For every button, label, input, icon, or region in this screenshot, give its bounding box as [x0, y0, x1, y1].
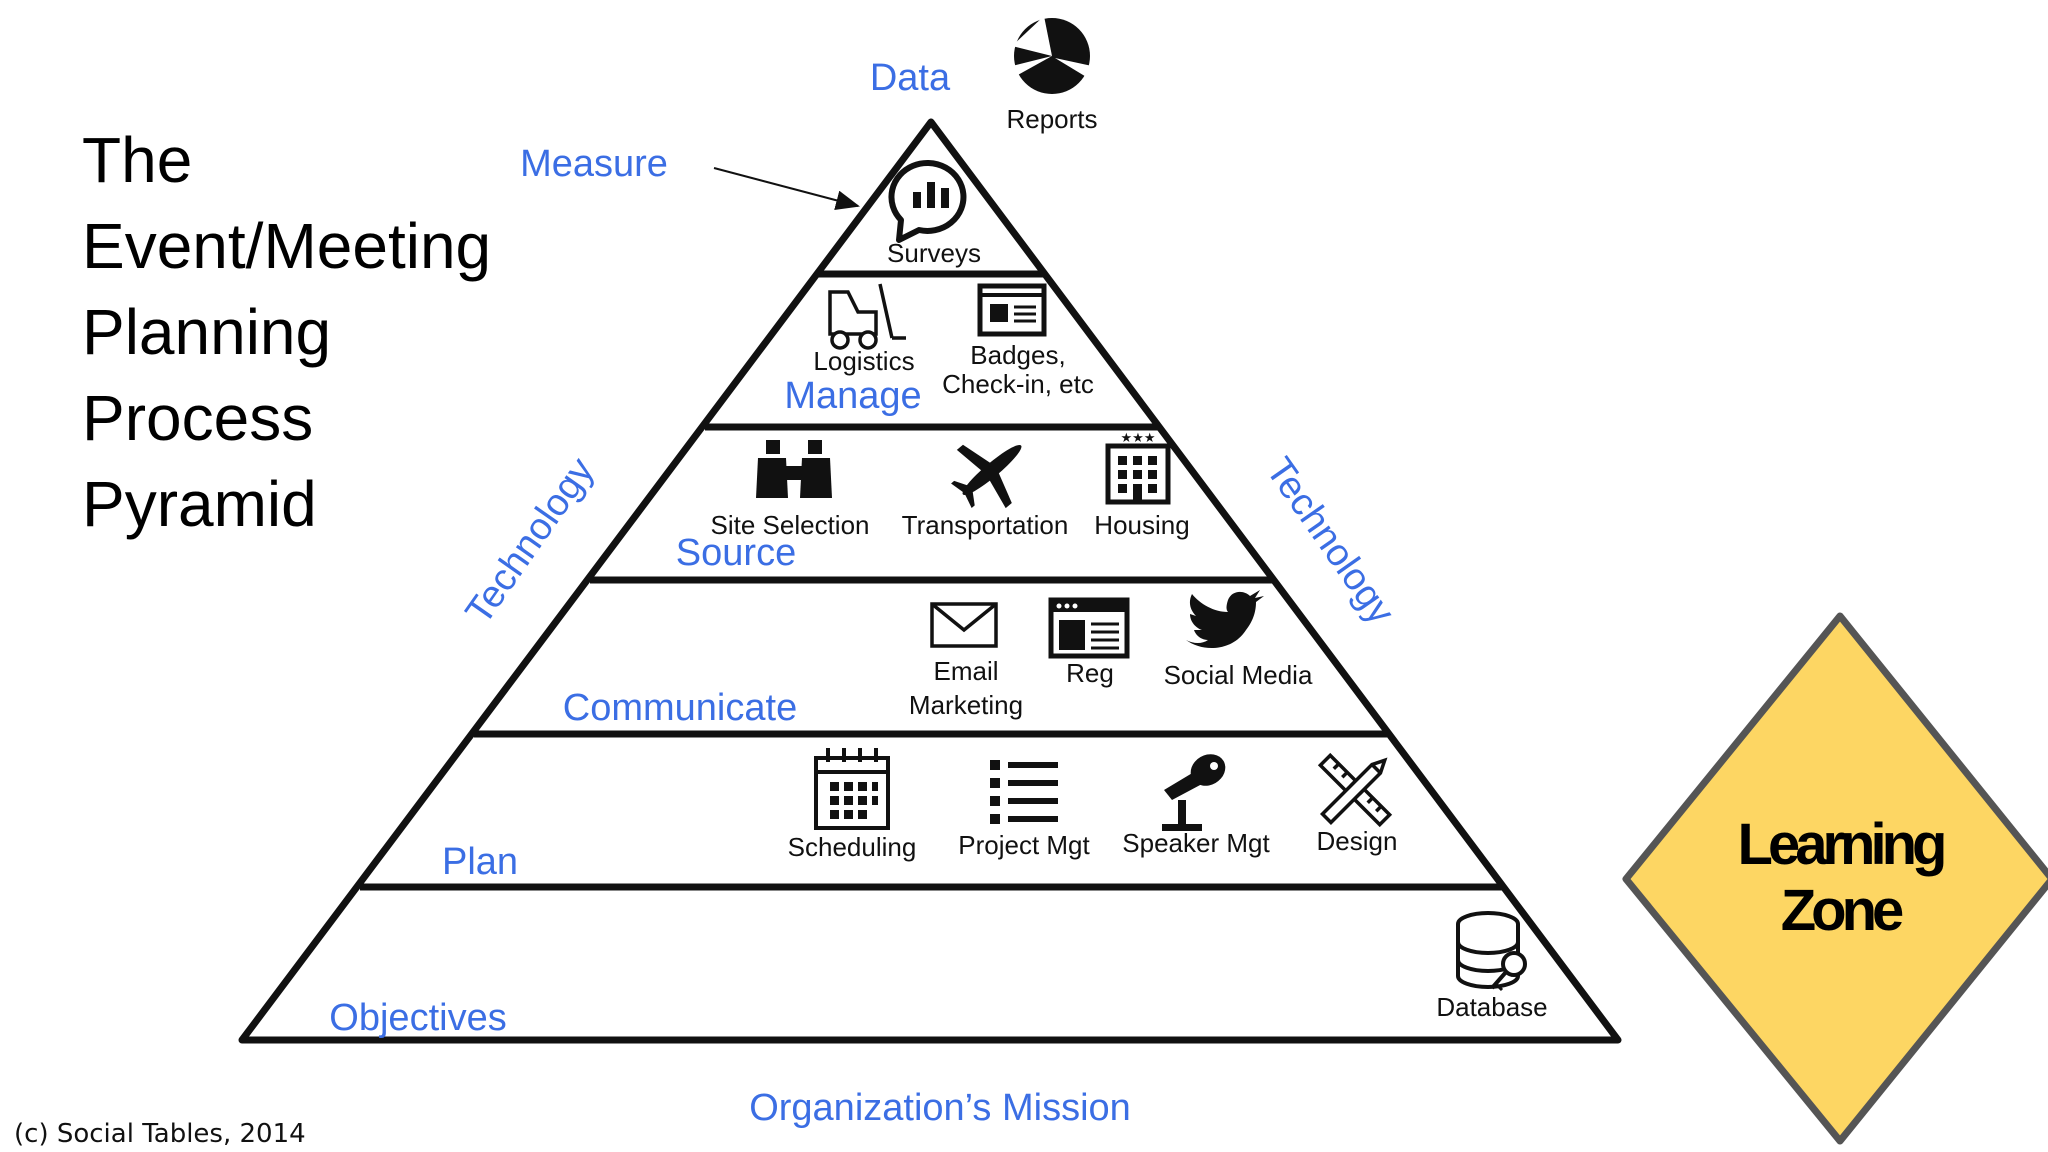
- technology-right-label: Technology: [1257, 450, 1402, 632]
- svg-text:★★★: ★★★: [1121, 431, 1156, 446]
- organization-mission-label: Organization’s Mission: [749, 1087, 1131, 1129]
- level-name-communicate: Communicate: [563, 687, 797, 729]
- title-line: Process: [82, 382, 313, 454]
- browser-window-icon: [1048, 597, 1130, 659]
- reg-label: Reg: [1066, 658, 1114, 688]
- calendar-icon: [814, 748, 890, 830]
- learning-zone-line: Zone: [1781, 878, 1903, 943]
- envelope-icon: [930, 602, 998, 648]
- technology-left-label: Technology: [458, 450, 603, 632]
- social-media-label: Social Media: [1164, 660, 1313, 690]
- email-label: Email: [933, 656, 998, 686]
- microphone-icon: [1162, 754, 1226, 831]
- diagram-title: The Event/Meeting Planning Process Pyram…: [82, 124, 491, 540]
- database-key-icon: [1456, 911, 1527, 992]
- title-line: Planning: [82, 296, 331, 368]
- survey-chat-icon: [888, 159, 967, 243]
- level-name-objectives: Objectives: [329, 997, 506, 1039]
- measure-arrow: [713, 167, 860, 211]
- learning-zone-line: Learning: [1738, 812, 1944, 877]
- transportation-label: Transportation: [902, 510, 1069, 540]
- twitter-bird-icon: [1186, 590, 1264, 649]
- learning-zone-diamond: [1622, 612, 2048, 1145]
- design-label: Design: [1317, 826, 1398, 856]
- site-selection-label: Site Selection: [711, 510, 870, 540]
- list-icon: [990, 760, 1058, 824]
- learning-zone-sign: Learning Zone: [1622, 612, 2048, 1145]
- level-name-plan: Plan: [442, 841, 518, 883]
- pyramid-outline: [238, 118, 1622, 1044]
- level-name-manage: Manage: [784, 375, 921, 417]
- forklift-icon: [828, 283, 906, 350]
- pyramid-triangle: [238, 118, 1622, 1044]
- logistics-label: Logistics: [813, 346, 914, 376]
- pie-chart-icon: [1012, 16, 1092, 94]
- speaker-mgt-label: Speaker Mgt: [1122, 828, 1270, 858]
- reports-label: Reports: [1006, 104, 1097, 134]
- badge-card-icon: [977, 283, 1047, 337]
- housing-label: Housing: [1094, 510, 1189, 540]
- checkin-label: Check-in, etc: [942, 369, 1094, 399]
- data-label: Data: [870, 57, 951, 99]
- project-mgt-label: Project Mgt: [958, 830, 1090, 860]
- database-label: Database: [1436, 992, 1547, 1022]
- surveys-label: Surveys: [887, 238, 981, 268]
- hotel-icon: ★★★: [1105, 431, 1171, 505]
- title-line: Event/Meeting: [82, 210, 491, 282]
- title-line: Pyramid: [82, 468, 317, 540]
- scheduling-label: Scheduling: [788, 832, 917, 862]
- airplane-icon: [951, 444, 1022, 509]
- pencil-ruler-icon: [1317, 752, 1393, 828]
- title-line: The: [82, 124, 192, 196]
- binoculars-icon: [756, 440, 832, 498]
- level-name-source: Source: [676, 532, 796, 574]
- copyright: (c) Social Tables, 2014: [14, 1119, 306, 1149]
- measure-label: Measure: [520, 143, 668, 185]
- badges-label: Badges,: [970, 340, 1065, 370]
- marketing-label: Marketing: [909, 690, 1023, 720]
